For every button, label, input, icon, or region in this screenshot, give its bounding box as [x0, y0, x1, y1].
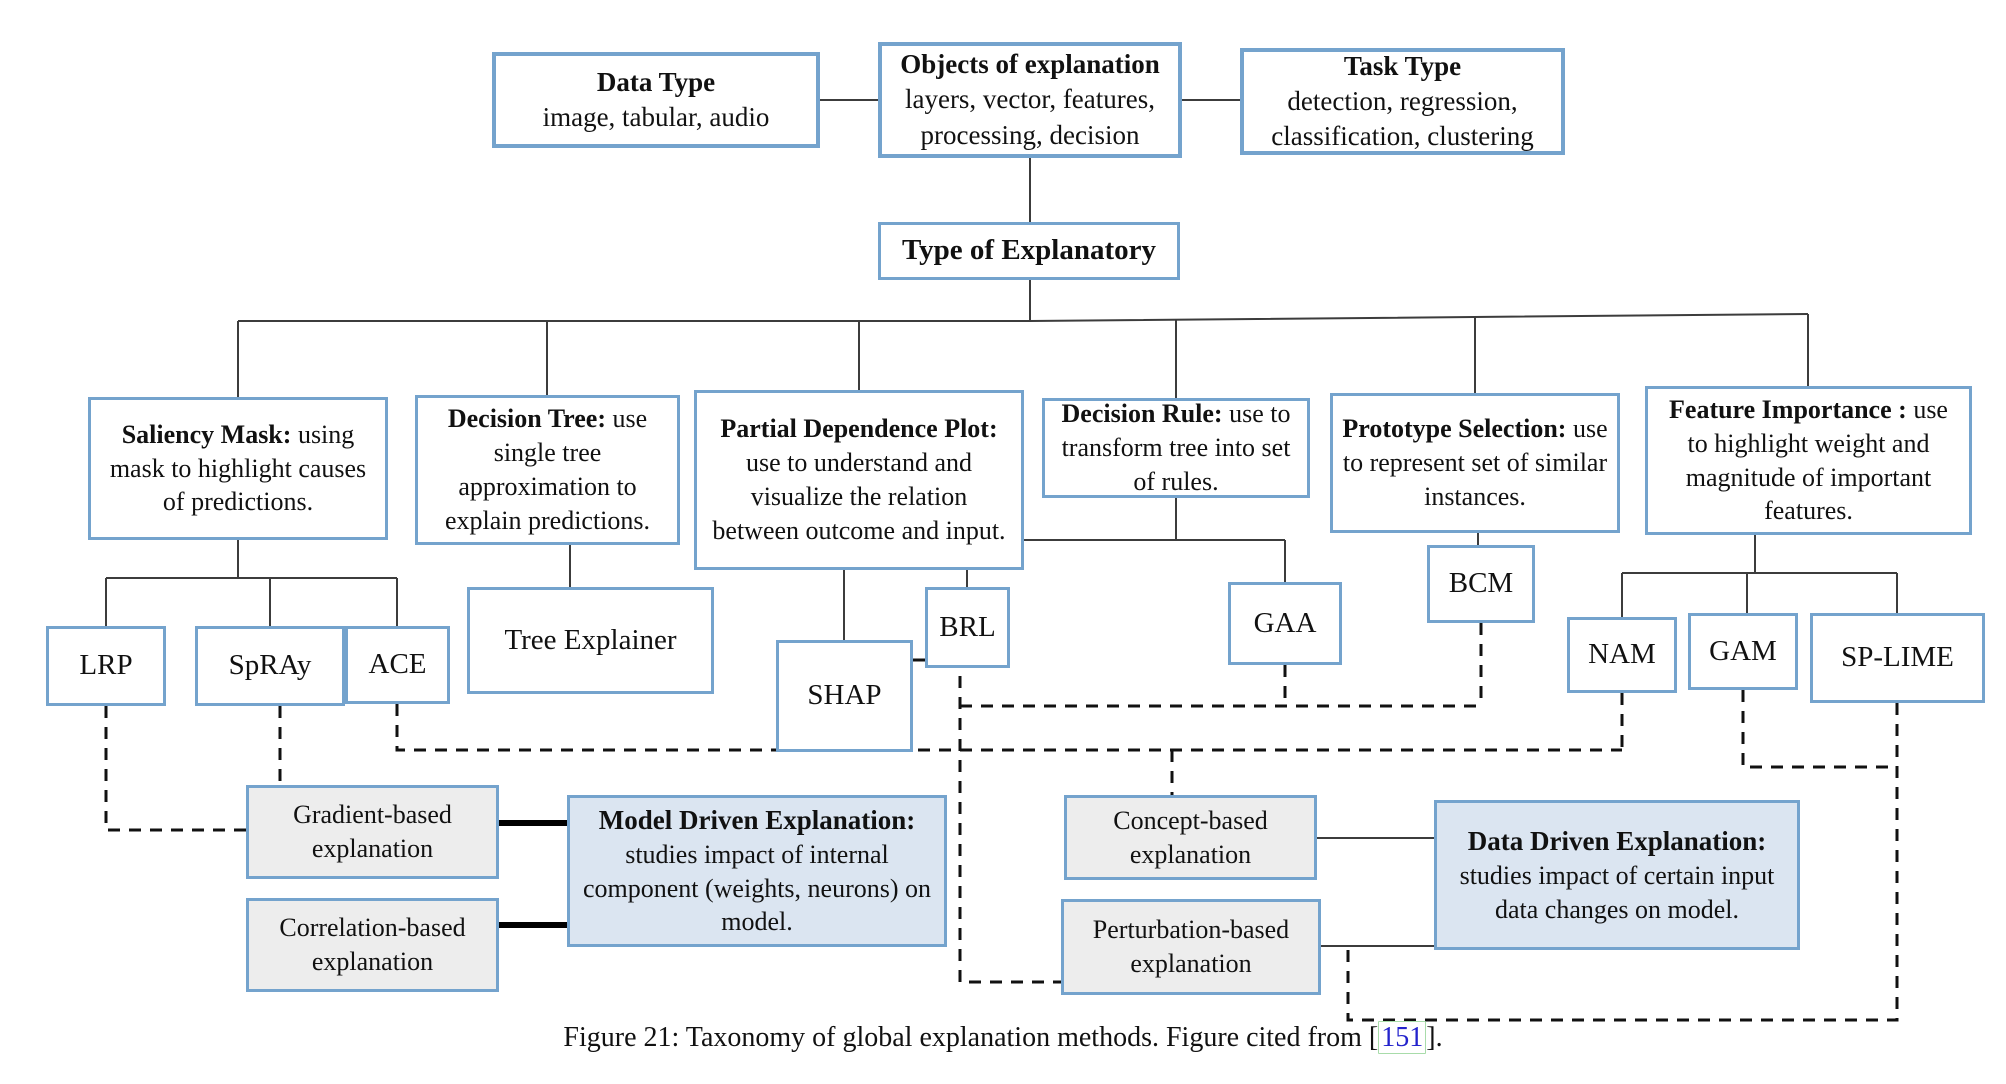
feature-importance-box: Feature Importance : use to highlight we…: [1645, 386, 1972, 535]
data-type-box: Data Type image, tabular, audio: [492, 52, 820, 148]
model-driven-body: studies impact of internal component (we…: [582, 839, 932, 937]
spray-box: SpRAy: [195, 626, 345, 706]
saliency-mask-body: using mask to highlight causes of predic…: [109, 419, 367, 517]
prototype-selection-body: use to represent set of similar instance…: [1342, 414, 1608, 511]
sp-lime-box: SP-LIME: [1810, 613, 1985, 703]
model-driven-title: Model Driven Explanation:: [598, 804, 916, 835]
lrp-box: LRP: [46, 626, 166, 706]
correlation-based-label: Correlation-based explanation: [279, 913, 466, 976]
task-type-title: Task Type: [1343, 50, 1462, 81]
gradient-based-label: Gradient-based explanation: [293, 800, 452, 863]
figure-caption: Figure 21: Taxonomy of global explanatio…: [0, 1021, 2006, 1054]
partial-dependence-plot-box: Partial Dependence Plot: use to understa…: [694, 390, 1024, 570]
caption-suffix: ].: [1426, 1022, 1443, 1053]
data-type-title: Data Type: [596, 66, 716, 97]
perturbation-based-box: Perturbation-based explanation: [1061, 899, 1321, 995]
data-driven-body: studies impact of certain input data cha…: [1459, 860, 1775, 924]
concept-based-box: Concept-based explanation: [1064, 795, 1317, 880]
feature-importance-title: Feature Importance :: [1669, 394, 1907, 424]
decision-tree-body: use single tree approximation to explain…: [444, 404, 651, 535]
tree-explainer-box: Tree Explainer: [467, 587, 714, 694]
gaa-label: GAA: [1253, 606, 1317, 639]
ace-box: ACE: [345, 626, 450, 704]
task-type-body: detection, regression, classification, c…: [1271, 85, 1534, 152]
lrp-label: LRP: [79, 649, 133, 682]
decision-rule-body: use to transform tree into set of rules.: [1061, 399, 1291, 496]
model-driven-explanation-box: Model Driven Explanation: studies impact…: [567, 795, 947, 947]
nam-label: NAM: [1588, 638, 1656, 671]
brl-box: BRL: [925, 587, 1010, 668]
citation-link[interactable]: 151: [1378, 1021, 1427, 1054]
feature-importance-body: use to highlight weight and magnitude of…: [1685, 394, 1948, 526]
tree-explainer-label: Tree Explainer: [504, 623, 677, 656]
caption-text: Figure 21: Taxonomy of global explanatio…: [563, 1022, 1379, 1053]
shap-box: SHAP: [776, 640, 913, 752]
nam-box: NAM: [1567, 617, 1677, 693]
gradient-based-box: Gradient-based explanation: [246, 785, 499, 879]
decision-rule-box: Decision Rule: use to transform tree int…: [1042, 398, 1310, 498]
prototype-selection-box: Prototype Selection: use to represent se…: [1330, 393, 1620, 533]
correlation-based-box: Correlation-based explanation: [246, 898, 499, 992]
pdp-title: Partial Dependence Plot:: [720, 414, 998, 444]
data-type-body: image, tabular, audio: [542, 102, 770, 132]
data-driven-explanation-box: Data Driven Explanation: studies impact …: [1434, 800, 1800, 950]
spray-label: SpRAy: [228, 649, 312, 682]
gaa-box: GAA: [1228, 582, 1342, 665]
objects-title: Objects of explanation: [900, 49, 1160, 80]
decision-tree-box: Decision Tree: use single tree approxima…: [415, 395, 680, 545]
objects-of-explanation-box: Objects of explanation layers, vector, f…: [878, 42, 1182, 158]
task-type-box: Task Type detection, regression, classif…: [1240, 48, 1565, 155]
bcm-label: BCM: [1448, 567, 1514, 600]
decision-tree-title: Decision Tree:: [447, 404, 606, 434]
brl-label: BRL: [939, 610, 996, 643]
type-of-explanatory-label: Type of Explanatory: [901, 234, 1157, 267]
ace-label: ACE: [368, 648, 427, 681]
sp-lime-label: SP-LIME: [1841, 641, 1954, 674]
shap-label: SHAP: [807, 679, 882, 712]
gam-box: GAM: [1688, 613, 1798, 690]
bcm-box: BCM: [1427, 545, 1535, 623]
decision-rule-title: Decision Rule:: [1061, 399, 1223, 429]
data-driven-title: Data Driven Explanation:: [1467, 825, 1767, 856]
saliency-mask-title: Saliency Mask:: [121, 419, 292, 449]
objects-body: layers, vector, features, processing, de…: [904, 84, 1156, 150]
perturbation-based-label: Perturbation-based explanation: [1092, 915, 1290, 978]
saliency-mask-box: Saliency Mask: using mask to highlight c…: [88, 397, 388, 540]
concept-based-label: Concept-based explanation: [1113, 805, 1268, 869]
gam-label: GAM: [1709, 634, 1777, 667]
pdp-body: use to understand and visualize the rela…: [712, 448, 1006, 545]
prototype-selection-title: Prototype Selection:: [1342, 414, 1567, 444]
type-of-explanatory-box: Type of Explanatory: [878, 222, 1180, 280]
